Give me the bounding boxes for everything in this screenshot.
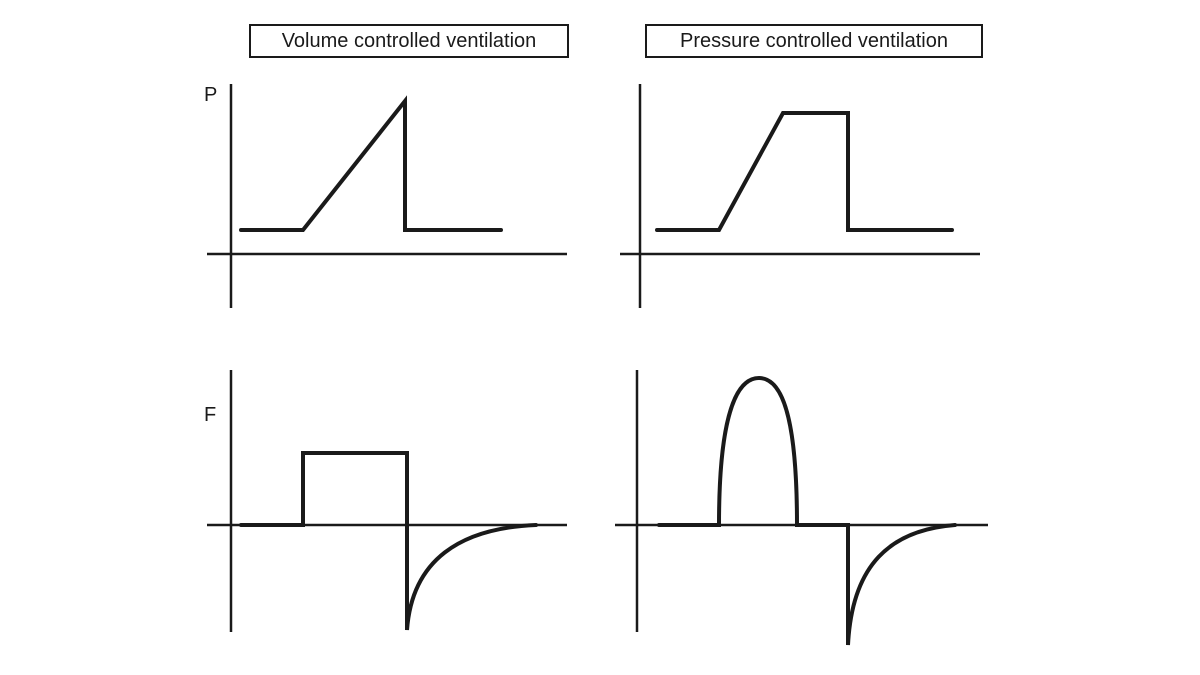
flow-axis-label: F [204,404,217,426]
pressure-axis-label: P [204,84,218,106]
pressure-pressure-waveform [655,111,954,232]
pressure-flow-panel [615,370,988,646]
volume-flow-panel [207,370,567,632]
volume-flow-waveform [239,451,538,631]
volume-pressure-waveform [239,95,503,232]
volume-pressure-panel [207,84,567,308]
volume-controlled-title: Volume controlled ventilation [249,24,569,58]
pressure-flow-waveform [657,375,957,646]
pressure-controlled-title: Pressure controlled ventilation [645,24,983,58]
pressure-pressure-panel [620,84,980,308]
